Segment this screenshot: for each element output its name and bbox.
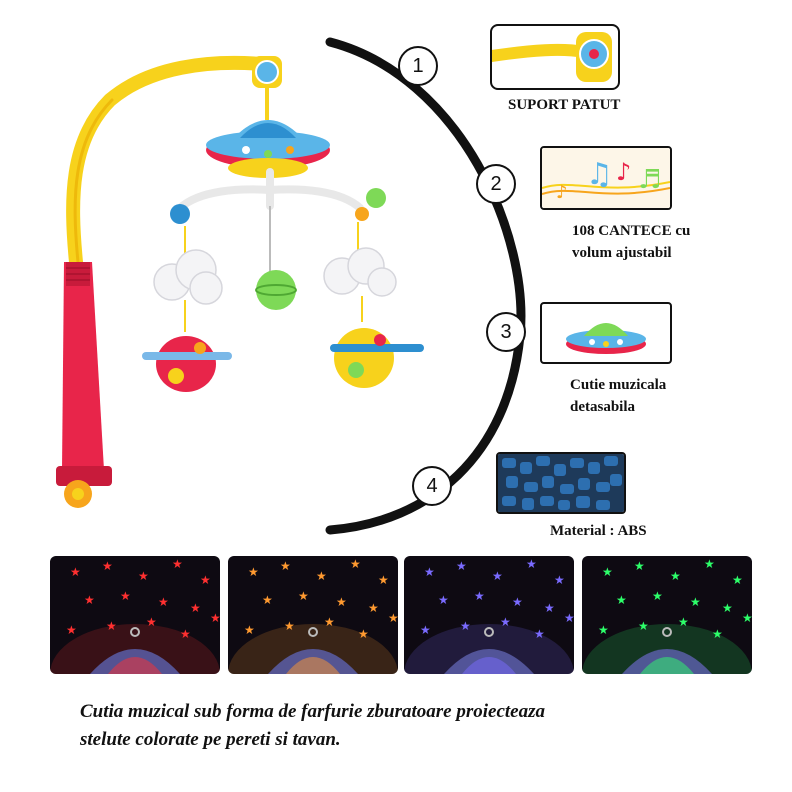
projected-star: ★ xyxy=(742,611,752,625)
feature-label-2-line1: 108 CANTECE cu xyxy=(572,223,691,239)
feature-number-3: 3 xyxy=(486,312,526,352)
projected-star: ★ xyxy=(554,573,565,587)
projected-star: ★ xyxy=(172,557,183,571)
svg-text:♪: ♪ xyxy=(556,182,568,203)
projected-star: ★ xyxy=(456,559,467,573)
projected-star: ★ xyxy=(210,611,220,625)
projection-panel-red: ★★★★★★★★★★★★★★ xyxy=(50,556,220,674)
projected-star: ★ xyxy=(190,601,201,615)
projected-star: ★ xyxy=(438,593,449,607)
projected-star: ★ xyxy=(158,595,169,609)
projected-star: ★ xyxy=(460,619,471,633)
projected-star: ★ xyxy=(652,589,663,603)
projected-star: ★ xyxy=(358,627,369,641)
description-line-1: Cutia muzical sub forma de farfurie zbur… xyxy=(80,701,545,722)
feature-number-2: 2 xyxy=(476,164,516,204)
projection-panel-purple: ★★★★★★★★★★★★★★ xyxy=(404,556,574,674)
projected-star: ★ xyxy=(678,615,689,629)
feature-label-2-line2: volum ajustabil xyxy=(572,245,672,261)
projected-star: ★ xyxy=(670,569,681,583)
projection-panel-orange: ★★★★★★★★★★★★★★ xyxy=(228,556,398,674)
projected-star: ★ xyxy=(262,593,273,607)
projected-star: ★ xyxy=(378,573,389,587)
projected-star: ★ xyxy=(598,623,609,637)
projected-star: ★ xyxy=(492,569,503,583)
projected-star: ★ xyxy=(200,573,211,587)
feature-label-1: SUPORT PATUT xyxy=(508,97,621,113)
projected-star: ★ xyxy=(284,619,295,633)
projected-star: ★ xyxy=(336,595,347,609)
feature-thumb-arm-support xyxy=(490,24,620,90)
projected-star: ★ xyxy=(66,623,77,637)
projected-star: ★ xyxy=(84,593,95,607)
projected-star: ★ xyxy=(512,595,523,609)
crib-mobile-illustration xyxy=(56,55,424,508)
projected-star: ★ xyxy=(602,565,613,579)
projected-star: ★ xyxy=(638,619,649,633)
description-line-2: stelute colorate pe pereti si tavan. xyxy=(80,729,341,750)
feature-number-1: 1 xyxy=(398,46,438,86)
projected-star: ★ xyxy=(350,557,361,571)
projected-star: ★ xyxy=(704,557,715,571)
svg-text:♬: ♬ xyxy=(638,165,661,195)
feature-thumb-abs-pellets xyxy=(496,452,626,514)
projected-star: ★ xyxy=(146,615,157,629)
projected-star: ★ xyxy=(712,627,723,641)
projected-star: ★ xyxy=(388,611,398,625)
projected-star: ★ xyxy=(534,627,545,641)
projected-star: ★ xyxy=(120,589,131,603)
projected-star: ★ xyxy=(324,615,335,629)
feature-thumb-music-box xyxy=(540,302,672,364)
projected-star: ★ xyxy=(244,623,255,637)
projected-star: ★ xyxy=(564,611,574,625)
projected-star: ★ xyxy=(420,623,431,637)
projected-star: ★ xyxy=(526,557,537,571)
feature-label-4: Material : ABS xyxy=(550,523,647,539)
feature-label-3-line2: detasabila xyxy=(570,399,636,415)
projected-star: ★ xyxy=(70,565,81,579)
projected-star: ★ xyxy=(106,619,117,633)
projection-panel-green: ★★★★★★★★★★★★★★ xyxy=(582,556,752,674)
projected-star: ★ xyxy=(368,601,379,615)
projected-star: ★ xyxy=(280,559,291,573)
projected-star: ★ xyxy=(102,559,113,573)
projected-star: ★ xyxy=(180,627,191,641)
feature-number-4: 4 xyxy=(412,466,452,506)
product-description: Cutia muzical sub forma de farfurie zbur… xyxy=(80,698,760,754)
projected-star: ★ xyxy=(500,615,511,629)
projected-star: ★ xyxy=(634,559,645,573)
feature-thumb-music-notes: ♫ ♪ ♬ ♪ xyxy=(540,146,672,210)
projected-star: ★ xyxy=(424,565,435,579)
projected-star: ★ xyxy=(722,601,733,615)
projected-star: ★ xyxy=(316,569,327,583)
projected-star: ★ xyxy=(732,573,743,587)
projected-star: ★ xyxy=(544,601,555,615)
projected-star: ★ xyxy=(248,565,259,579)
svg-text:♪: ♪ xyxy=(616,158,631,186)
projected-star: ★ xyxy=(138,569,149,583)
svg-text:♫: ♫ xyxy=(586,157,613,192)
projected-star: ★ xyxy=(616,593,627,607)
feature-label-3-line1: Cutie muzicala xyxy=(570,377,667,393)
projected-star: ★ xyxy=(474,589,485,603)
projected-star: ★ xyxy=(298,589,309,603)
projected-star: ★ xyxy=(690,595,701,609)
